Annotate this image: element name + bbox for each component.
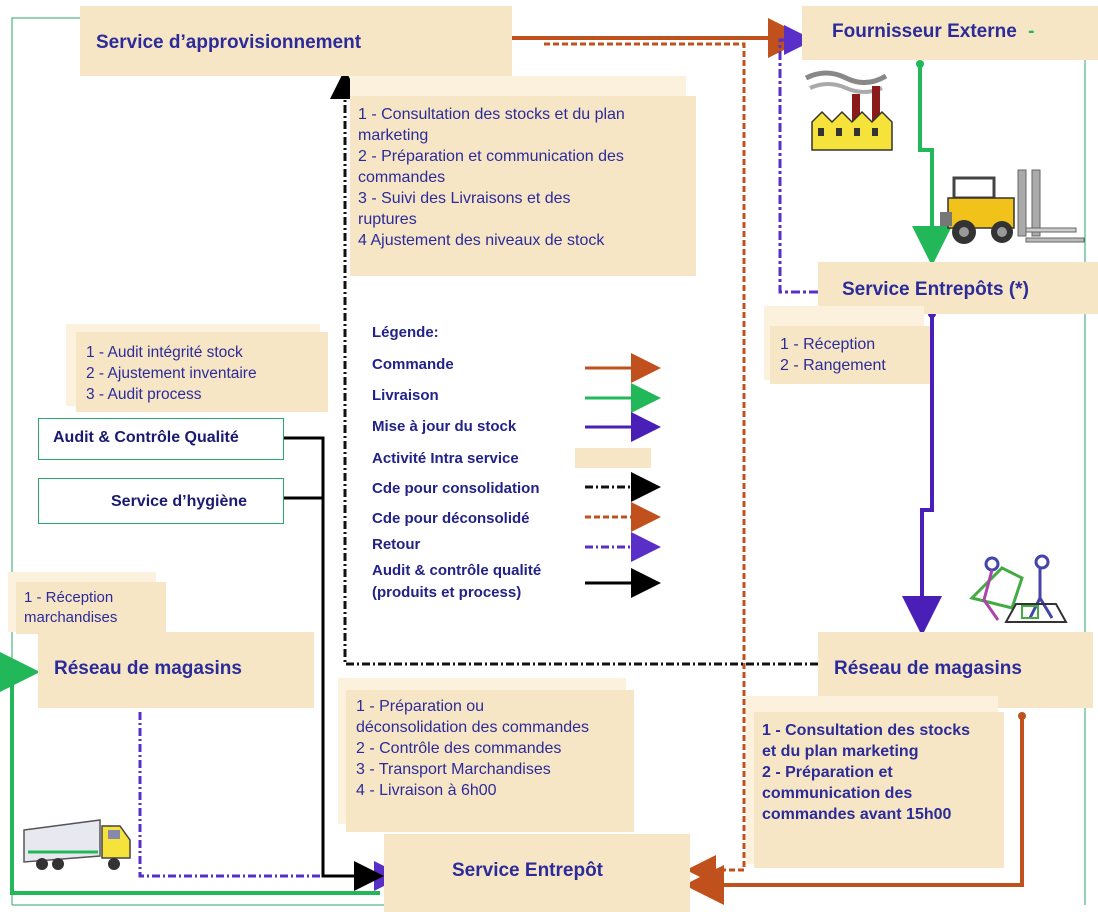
forklift-icon: [940, 169, 1085, 244]
legend-audit-2: (produits et process): [372, 584, 522, 601]
appro-task-line: marketing: [358, 127, 429, 144]
node-hygiene: Service d’hygiène: [38, 478, 284, 524]
appro-task-line: 2 - Préparation et communication des: [358, 148, 624, 165]
audit-task-line: 1 - Audit intégrité stock: [86, 344, 243, 361]
arrow-retour-fournisseur: [778, 25, 818, 294]
entrepots-task-line: 2 - Rangement: [780, 357, 886, 374]
node-fournisseur: Fournisseur Externe -: [802, 6, 1098, 60]
factory-icon: [804, 70, 893, 151]
node-magasins-left-label: Réseau de magasins: [54, 658, 242, 679]
magasins-right-task-line: 2 - Préparation et: [762, 764, 893, 781]
outer-frame-line: [11, 17, 80, 905]
legend-commande: Commande: [372, 356, 454, 373]
node-hygiene-label: Service d’hygiène: [111, 493, 248, 510]
legend-livraison: Livraison: [372, 387, 439, 404]
magasins-right-task-line: et du plan marketing: [762, 743, 919, 760]
audit-task-line: 3 - Audit process: [86, 386, 202, 403]
node-magasins-left: Réseau de magasins: [38, 632, 314, 708]
legend-audit-1: Audit & contrôle qualité: [372, 562, 542, 579]
arrow-commande-entrepot: [684, 716, 1024, 905]
arrow-livraison-fournisseur: [912, 64, 952, 266]
node-entrepot-bottom-label: Service Entrepôt: [452, 860, 603, 881]
magasins-right-task-line: 1 - Consultation des stocks: [762, 722, 971, 739]
node-approvisionnement-label: Service d’approvisionnement: [96, 32, 362, 53]
entrepots-tasks-box: 1 - Réception 2 - Rangement: [770, 326, 930, 384]
entrepots-task-line: 1 - Réception: [780, 336, 876, 353]
magasins-left-task-line: 1 - Réception: [24, 589, 114, 606]
magasins-right-task-line: communication des: [762, 785, 913, 802]
entrepot-task-line: 3 - Transport Marchandises: [356, 761, 551, 778]
node-entrepots-label: Service Entrepôts (*): [842, 279, 1029, 300]
node-fournisseur-label: Fournisseur Externe: [832, 21, 1017, 42]
appro-tasks-box: 1 - Consultation des stocks et du plan m…: [350, 96, 696, 276]
appro-task-line: 1 - Consultation des stocks et du plan: [358, 106, 625, 123]
node-fournisseur-suffix: -: [1028, 21, 1035, 42]
audit-tasks-box: 1 - Audit intégrité stock 2 - Ajustement…: [76, 332, 328, 412]
arrow-retour-entrepot: [138, 712, 404, 891]
legend-deconsolide: Cde pour déconsolidé: [372, 510, 530, 527]
arrow-deconsolide: [544, 42, 746, 885]
legend-activite: Activité Intra service: [372, 450, 519, 467]
entrepot-tasks-box: 1 - Préparation ou déconsolidation des c…: [346, 690, 634, 832]
legend-consolidation: Cde pour consolidation: [372, 480, 540, 497]
legend-title: Légende:: [372, 324, 439, 341]
arrow-maj-stock: [902, 312, 942, 636]
arrow-consolidation: [330, 69, 818, 666]
entrepot-task-line: 2 - Contrôle des commandes: [356, 740, 562, 757]
legend-activite-swatch: [575, 448, 651, 468]
entrepot-task-line: déconsolidation des commandes: [356, 719, 590, 736]
arrow-livraison-magasins: [0, 652, 380, 895]
arrow-audit: [284, 436, 384, 891]
workers-icon: [969, 554, 1068, 623]
magasins-left-tasks-box: 1 - Réception marchandises: [16, 582, 166, 634]
appro-task-line: ruptures: [358, 211, 417, 228]
legend-retour: Retour: [372, 536, 421, 553]
node-entrepots: Service Entrepôts (*): [818, 262, 1098, 314]
appro-task-line: 4 Ajustement des niveaux de stock: [358, 232, 605, 249]
truck-icon: [23, 819, 131, 870]
node-audit-qualite-label: Audit & Contrôle Qualité: [53, 429, 239, 446]
entrepot-task-line: 1 - Préparation ou: [356, 698, 485, 715]
node-entrepot-bottom: Service Entrepôt: [384, 834, 690, 912]
node-magasins-right-label: Réseau de magasins: [834, 658, 1022, 679]
legend-maj-stock: Mise à jour du stock: [372, 418, 517, 435]
node-approvisionnement: Service d’approvisionnement: [80, 6, 512, 76]
appro-task-line: 3 - Suivi des Livraisons et des: [358, 190, 571, 207]
entrepot-task-line: 4 - Livraison à 6h00: [356, 782, 497, 799]
appro-task-line: commandes: [358, 169, 446, 186]
audit-task-line: 2 - Ajustement inventaire: [86, 365, 257, 382]
magasins-left-task-line: marchandises: [24, 609, 118, 626]
magasins-right-task-line: commandes avant 15h00: [762, 806, 952, 823]
node-magasins-right: Réseau de magasins: [818, 632, 1093, 708]
node-audit-qualite: Audit & Contrôle Qualité: [38, 418, 284, 460]
magasins-right-tasks-box: 1 - Consultation des stocks et du plan m…: [754, 712, 1004, 868]
